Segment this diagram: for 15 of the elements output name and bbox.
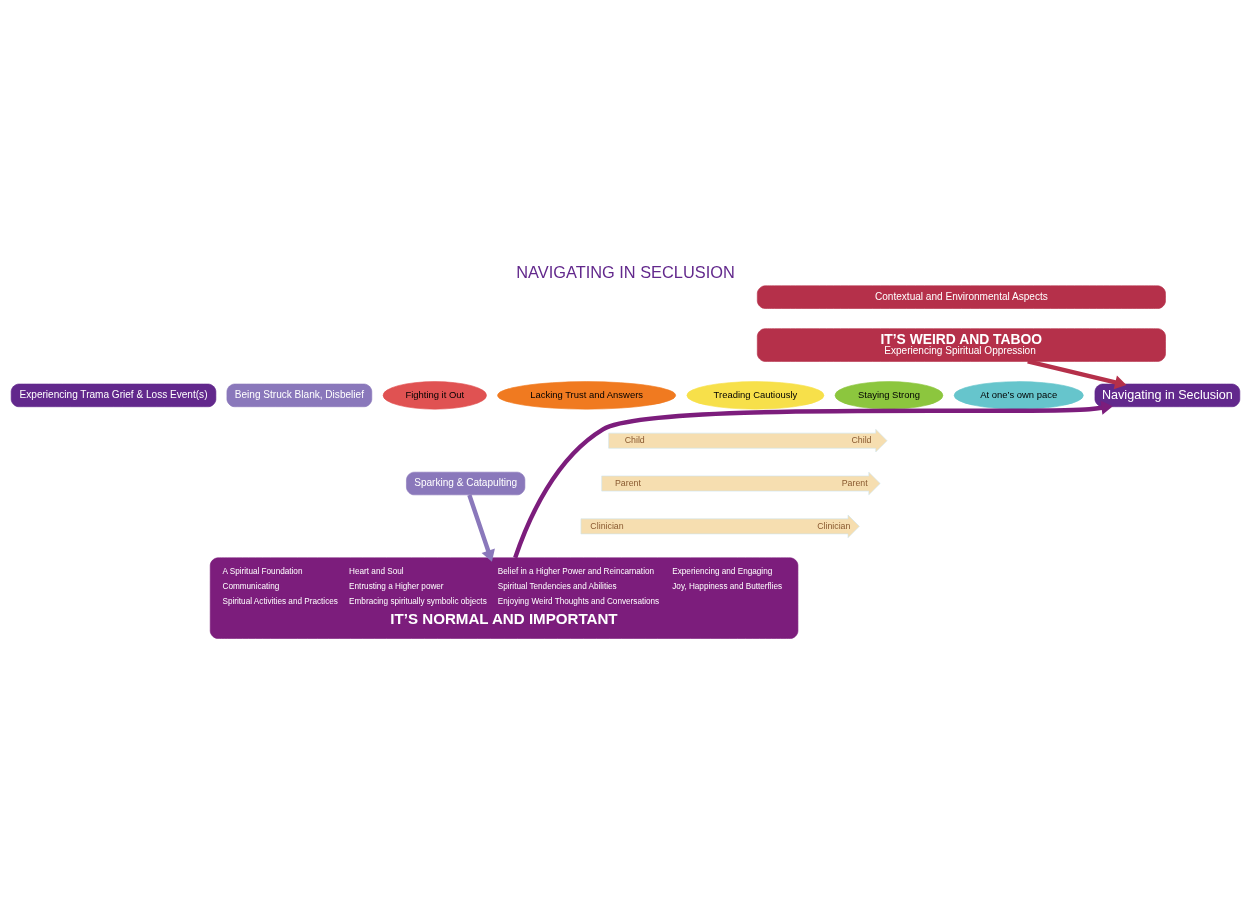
arrow — [513, 400, 1113, 559]
node-box: Sparking & Catapulting — [406, 471, 526, 496]
node-ellipse: Treading Cautiously — [686, 381, 825, 410]
node-box: Being Struck Blank, Disbelief — [226, 383, 373, 408]
diagram-title: NAVIGATING IN SECLUSION — [516, 263, 735, 282]
node-ellipse: Lacking Trust and Answers — [497, 381, 676, 410]
node-ellipse: Staying Strong — [834, 381, 944, 410]
node-box: Experiencing Trama Grief & Loss Event(s) — [10, 383, 217, 408]
node-ellipse: At one’s own pace — [953, 381, 1084, 410]
node-box: Navigating in Seclusion — [1094, 383, 1241, 408]
node-ellipse: Fighting it Out — [382, 381, 487, 410]
arrow — [467, 494, 495, 562]
node-box: Contextual and Environmental Aspects — [757, 285, 1166, 309]
arrow — [1027, 359, 1127, 390]
node-box: IT’S WEIRD AND TABOO Experiencing Spiritual Oppression — [757, 328, 1166, 362]
